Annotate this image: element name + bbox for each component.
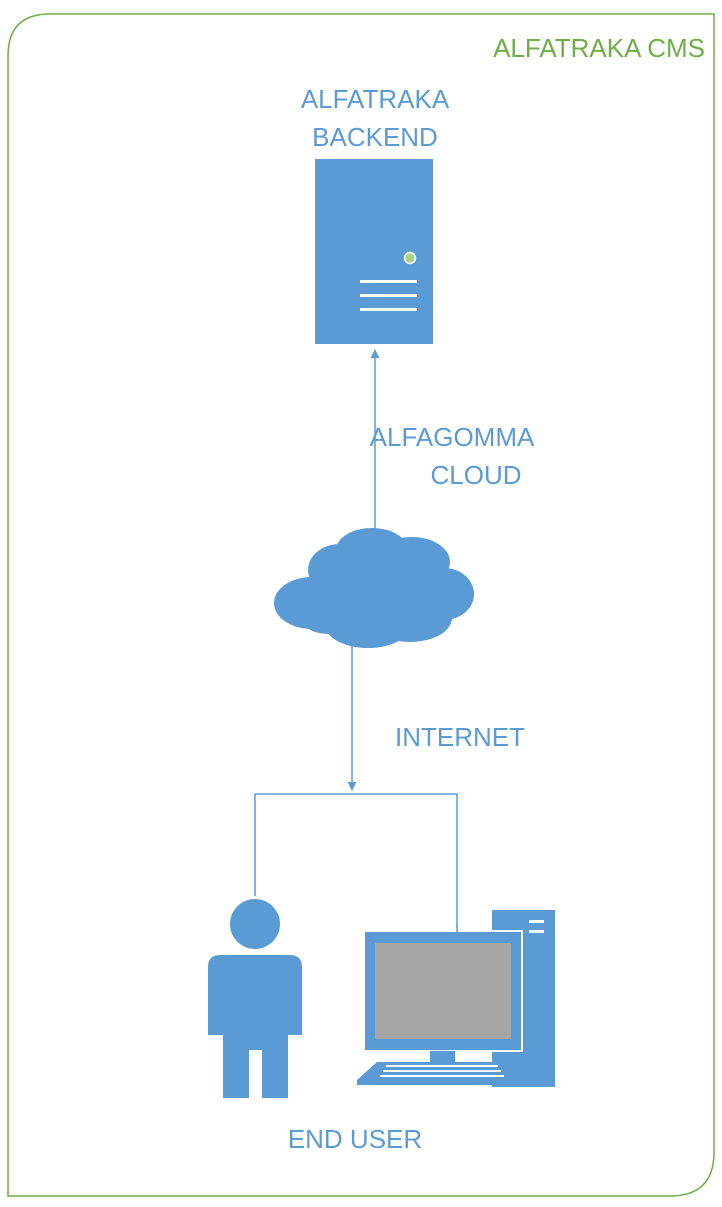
end-user-label: END USER — [288, 1124, 422, 1154]
cloud-label-line1: ALFAGOMMA — [370, 422, 535, 452]
cloud-label-line2: CLOUD — [430, 460, 521, 490]
distribution-bracket — [254, 793, 458, 928]
server-icon — [315, 159, 433, 344]
backend-label-line2: BACKEND — [312, 122, 438, 152]
container-label: ALFATRAKA CMS — [493, 33, 705, 63]
desktop-computer-icon — [357, 910, 555, 1087]
cloud-icon — [274, 528, 474, 648]
person-icon — [208, 899, 302, 1098]
backend-label-line1: ALFATRAKA — [301, 84, 450, 114]
internet-label: INTERNET — [395, 722, 525, 752]
container-frame — [7, 13, 715, 1197]
